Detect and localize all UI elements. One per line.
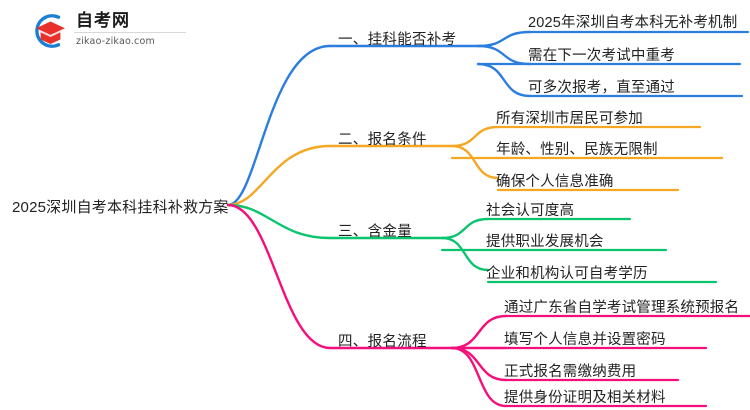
branch-connector-1 [226,30,750,207]
branch-label-4[interactable]: 四、报名流程 [338,334,427,350]
leaf-label-2-3[interactable]: 确保个人信息准确 [496,174,614,190]
leaf-label-4-4[interactable]: 提供身份证明及相关材料 [504,390,666,406]
branch-label-3[interactable]: 三、含金量 [338,224,412,240]
leaf-label-3-1[interactable]: 社会认可度高 [486,203,575,219]
leaf-label-4-2[interactable]: 填写个人信息并设置密码 [504,332,666,348]
branch-connector-2 [226,125,724,207]
leaf-label-1-3[interactable]: 可多次报考，直至通过 [528,80,675,96]
branch-connector-3 [226,203,718,284]
leaf-label-2-1[interactable]: 所有深圳市居民可参加 [496,111,643,127]
leaf-label-1-2[interactable]: 需在下一次考试中重考 [528,48,675,64]
branch-connector-4 [226,203,750,408]
logo-domain: zikao-zikao.com [76,36,155,47]
root-node-label[interactable]: 2025深圳自考本科挂科补救方案 [12,199,229,216]
leaf-label-3-3[interactable]: 企业和机构认可自考学历 [486,266,648,282]
leaf-label-4-3[interactable]: 正式报名需缴纳费用 [504,364,637,380]
zikao-logo-mark-icon [35,14,65,48]
leaf-label-2-2[interactable]: 年龄、性别、民族无限制 [496,142,658,158]
site-logo: 自考网 zikao-zikao.com [28,10,188,52]
logo-text-block: 自考网 zikao-zikao.com [74,11,186,48]
leaf-label-4-1[interactable]: 通过广东省自学考试管理系统预报名 [504,300,740,316]
logo-title: 自考网 [74,11,186,33]
branch-label-1[interactable]: 一、挂科能否补考 [338,32,457,48]
leaf-label-1-1[interactable]: 2025年深圳自考本科无补考机制 [528,15,738,31]
leaf-label-3-2[interactable]: 提供职业发展机会 [486,234,604,250]
branch-label-2[interactable]: 二、报名条件 [338,132,427,148]
